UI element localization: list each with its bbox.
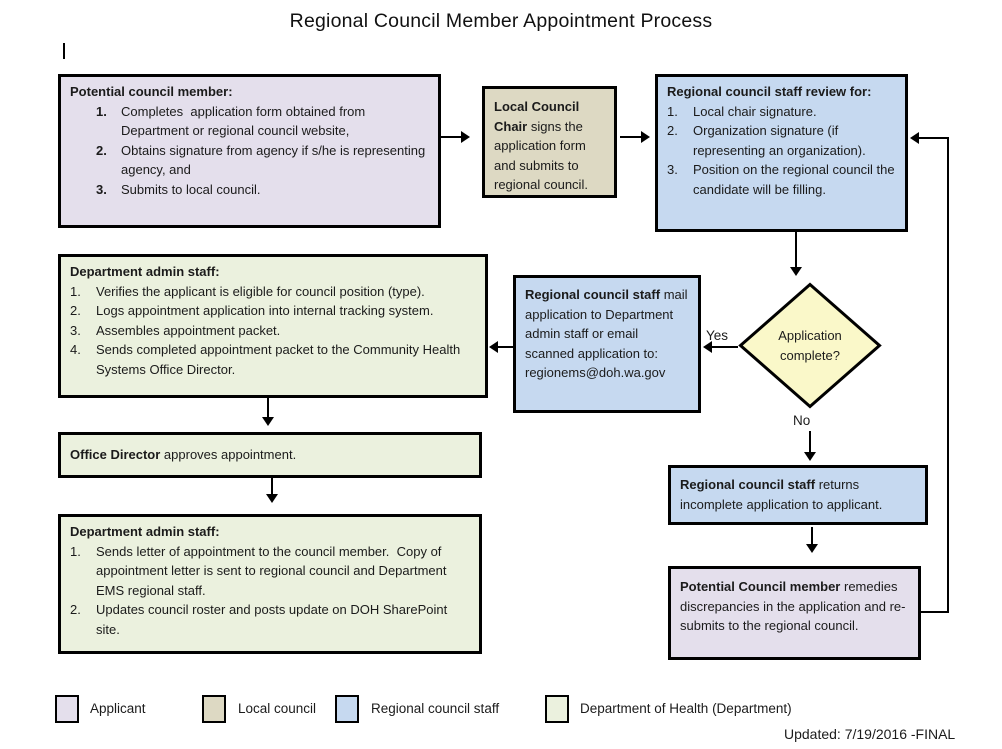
potential-council-member-box: Potential council member: 1.Completes ap… — [58, 74, 441, 228]
staff-return-box: Regional council staff returns incomplet… — [668, 465, 928, 525]
arrow-chair-to-review — [620, 131, 650, 143]
numbered-list: 1.Sends letter of appointment to the cou… — [70, 542, 470, 640]
list-item: 1.Local chair signature. — [667, 103, 817, 119]
numbered-list: 1.Local chair signature. 2.Organization … — [667, 102, 896, 200]
list-item: 1.Completes application form obtained fr… — [96, 103, 369, 139]
list-item: 2.Logs appointment application into inte… — [70, 303, 434, 318]
numbered-list: 1.Completes application form obtained fr… — [70, 102, 429, 200]
feedback-line-horizontal — [921, 610, 949, 613]
box-text: Potential Council member remedies discre… — [680, 579, 906, 633]
legend-swatch-department — [545, 695, 569, 723]
list-item: 1.Sends letter of appointment to the cou… — [70, 543, 451, 598]
legend-swatch-regional-staff — [335, 695, 359, 723]
diamond-shape — [738, 282, 882, 409]
box-heading: Department admin staff: — [70, 524, 220, 539]
staff-review-box: Regional council staff review for: 1.Loc… — [655, 74, 908, 232]
arrow-member-to-chair — [441, 131, 470, 143]
arrow-review-to-decision — [790, 232, 802, 276]
list-item: 3.Assembles appointment packet. — [70, 322, 281, 338]
office-director-box: Office Director approves appointment. — [58, 432, 482, 478]
list-item: 2.Updates council roster and posts updat… — [70, 602, 451, 637]
legend-label-department: Department of Health (Department) — [580, 701, 792, 716]
decision-diamond: Application complete? — [738, 282, 882, 409]
arrow-decision-yes — [703, 341, 738, 353]
dept-admin-staff-box: Department admin staff: 1.Verifies the a… — [58, 254, 488, 398]
legend-label-local-council: Local council — [238, 701, 317, 716]
arrow-director-to-admin2 — [266, 478, 278, 503]
member-remedy-box: Potential Council member remedies discre… — [668, 566, 921, 660]
yes-label: Yes — [706, 328, 729, 343]
page-title: Regional Council Member Appointment Proc… — [289, 10, 713, 32]
list-item: 3.Submits to local council. — [96, 181, 261, 197]
local-council-chair-box: Local Council Chair signs the applicatio… — [482, 86, 617, 198]
legend-swatch-local-council — [202, 695, 226, 723]
no-label: No — [793, 413, 811, 428]
legend-swatch-applicant — [55, 695, 79, 723]
arrow-decision-no — [804, 431, 816, 461]
arrow-feedback-to-review — [910, 132, 949, 144]
arrow-admin-to-director — [262, 398, 274, 426]
legend-label-regional-staff: Regional council staff — [371, 701, 500, 716]
numbered-list: 1.Verifies the applicant is eligible for… — [70, 282, 476, 380]
text-cursor-artifact — [63, 43, 65, 59]
decision-question: Application complete? — [778, 328, 846, 363]
dept-admin-staff2-box: Department admin staff: 1.Sends letter o… — [58, 514, 482, 654]
list-item: 2.Organization signature (if representin… — [667, 123, 866, 158]
arrow-return-to-remedy — [806, 527, 818, 553]
arrow-mail-to-admin — [489, 341, 513, 353]
box-heading: Department admin staff: — [70, 264, 220, 279]
list-item: 4.Sends completed appointment packet to … — [70, 342, 464, 377]
list-item: 1.Verifies the applicant is eligible for… — [70, 283, 425, 299]
box-text: Office Director approves appointment. — [70, 447, 297, 462]
list-item: 3.Position on the regional council the c… — [667, 162, 899, 197]
feedback-line-vertical — [946, 137, 949, 613]
staff-mail-box: Regional council staff mail application … — [513, 275, 701, 413]
list-item: 2.Obtains signature from agency if s/he … — [96, 142, 429, 178]
box-heading: Potential council member: — [70, 84, 233, 99]
box-text: Local Council Chair signs the applicatio… — [494, 99, 590, 192]
box-heading: Regional council staff review for: — [667, 84, 872, 99]
updated-timestamp: Updated: 7/19/2016 -FINAL — [784, 726, 956, 742]
box-text: Regional council staff returns incomplet… — [680, 477, 883, 512]
legend-label-applicant: Applicant — [90, 701, 146, 716]
box-text: Regional council staff mail application … — [525, 287, 692, 380]
